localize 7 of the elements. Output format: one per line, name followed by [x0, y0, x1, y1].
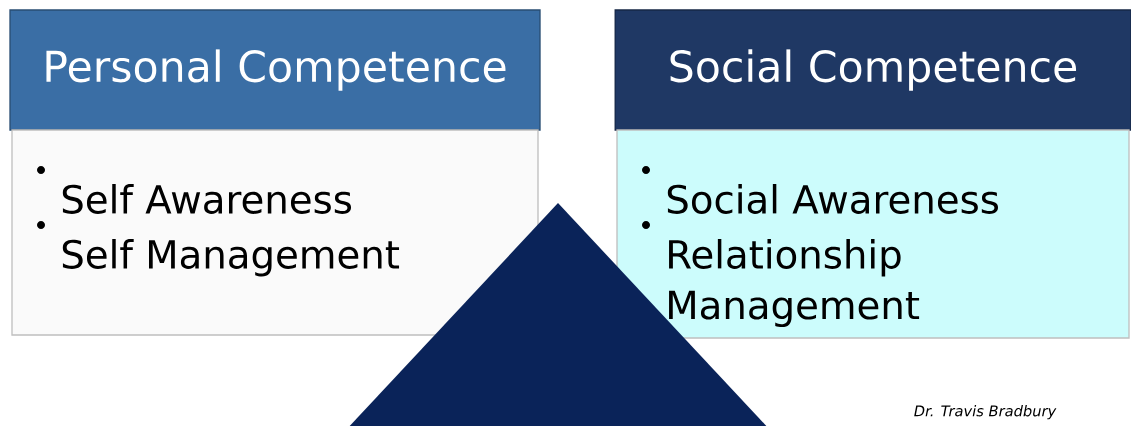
- author-credit: Dr. Travis Bradbury: [914, 405, 1057, 420]
- bullet-text: Self Management: [62, 239, 400, 277]
- bullet-text: Self Awareness: [62, 184, 351, 214]
- bullet-text: Relationship Management: [669, 239, 920, 328]
- header-bar: Personal Competence: [9, 9, 541, 131]
- bullet-text: Social Awareness: [667, 184, 998, 214]
- header-bar: Social Competence: [614, 9, 1131, 131]
